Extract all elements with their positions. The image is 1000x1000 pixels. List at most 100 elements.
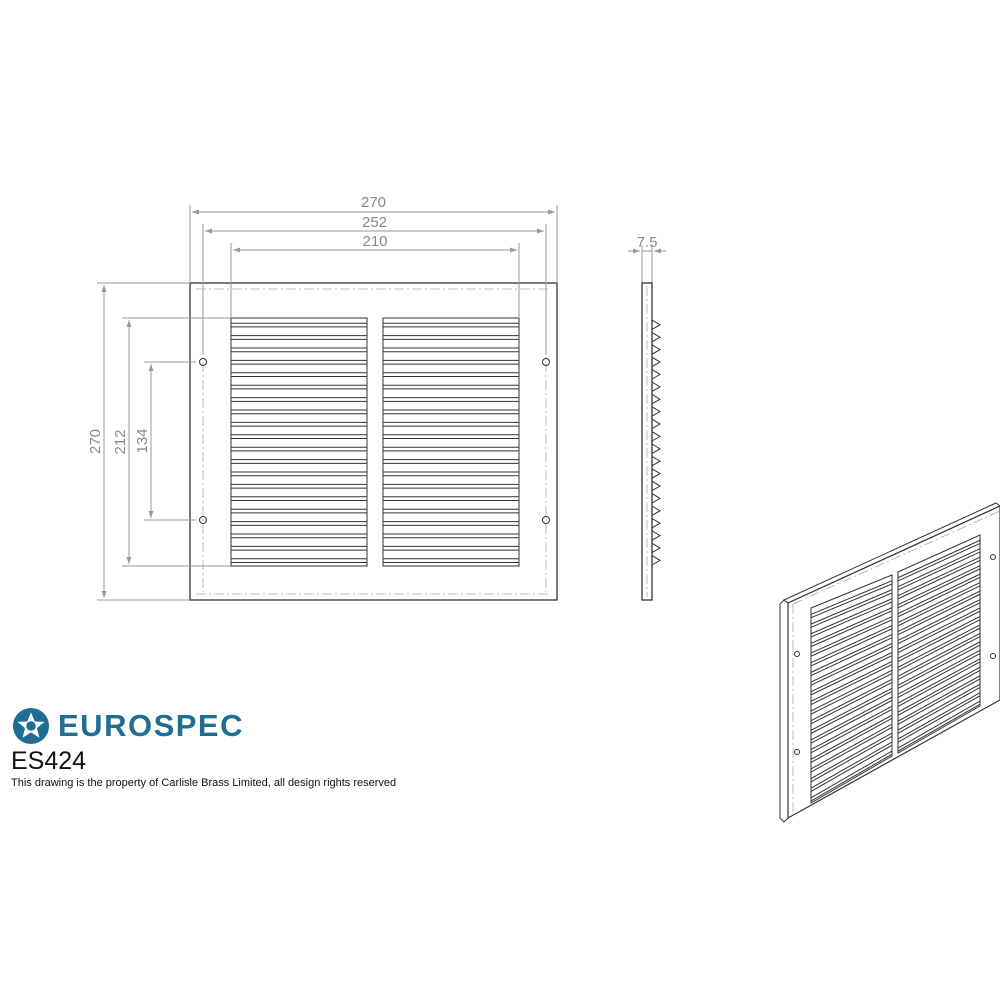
iso-louvre-slat: [897, 695, 981, 743]
iso-louvre-slat: [810, 708, 893, 754]
louvre-panel-left: [230, 317, 368, 567]
side-louvre-fin: [651, 542, 661, 554]
iso-louvre-slat: [810, 726, 893, 773]
iso-louvre-slat-top: [810, 669, 893, 712]
side-louvre-fin: [651, 468, 661, 479]
side-louvre-fin: [651, 369, 661, 380]
iso-fixing-hole-bottom-right: [990, 653, 996, 659]
fixing-hole-bottom-right: [542, 516, 550, 524]
side-louvre-fin: [651, 331, 661, 343]
iso-louvre-slat: [810, 753, 893, 802]
iso-louvre-slat: [810, 646, 893, 686]
iso-louvre-slat-top: [897, 607, 981, 650]
dim-text-overall-width: 270: [361, 194, 386, 211]
iso-louvre-slat: [810, 717, 893, 763]
iso-louvre-slat-top: [897, 658, 981, 704]
iso-louvre-slat-top: [810, 607, 893, 644]
dim-text-grille-width: 210: [362, 233, 387, 250]
iso-louvre-slat-top: [897, 548, 981, 588]
iso-louvre-slat: [897, 627, 981, 672]
iso-louvre-slat-top: [810, 741, 893, 789]
iso-louvre-slat: [810, 735, 893, 783]
iso-louvre-slat-top: [810, 625, 893, 664]
iso-louvre-slat-top: [810, 616, 893, 654]
iso-louvre-slat-top: [810, 580, 893, 615]
side-louvre-profile: [651, 319, 661, 566]
iso-louvre-slat-top: [810, 696, 893, 741]
dim-text-overall-height: 270: [87, 429, 104, 454]
side-louvre-fin: [651, 344, 661, 355]
side-louvre-fin: [651, 530, 661, 541]
iso-louvre-slat: [897, 593, 981, 636]
isometric-view: [779, 502, 1000, 823]
iso-louvre-slat: [897, 678, 981, 725]
side-louvre-fin: [651, 356, 661, 368]
iso-louvre-slat: [897, 543, 981, 582]
iso-louvre-slats: [810, 539, 981, 802]
iso-louvre-slat: [897, 559, 981, 600]
side-louvre-fin: [651, 431, 661, 442]
dim-text-grille-height: 212: [112, 429, 129, 454]
iso-louvre-slat: [897, 703, 981, 752]
iso-louvre-slat: [897, 661, 981, 707]
side-louvre-fin: [651, 455, 661, 467]
side-louvre-fin: [651, 381, 661, 392]
louvre-slats-right: [383, 322, 519, 564]
iso-louvre-slat-top: [897, 573, 981, 615]
iso-louvre-slat: [810, 637, 893, 677]
iso-louvre-slat: [810, 691, 893, 734]
iso-louvre-slat-top: [897, 582, 981, 624]
side-louvre-fin: [651, 406, 661, 417]
iso-louvre-slat: [810, 601, 893, 638]
iso-louvre-slat: [897, 653, 981, 698]
brand-name: EUROSPEC: [58, 708, 244, 743]
iso-louvre-slat: [897, 568, 981, 609]
iso-louvre-slat: [897, 670, 981, 716]
iso-louvre-slat: [897, 619, 981, 663]
iso-louvre-slat-top: [897, 692, 981, 740]
iso-louvre-slat: [810, 619, 893, 657]
star-circle-icon: [12, 707, 50, 745]
iso-louvre-slat-top: [897, 599, 981, 641]
fixing-hole-bottom-left: [199, 516, 207, 524]
front-view: [189, 282, 558, 601]
iso-louvre-slat-top: [810, 732, 893, 779]
side-louvre-fin: [651, 319, 661, 330]
iso-plate-side: [779, 599, 789, 823]
iso-louvre-slat: [897, 636, 981, 680]
iso-louvre-slat: [810, 673, 893, 715]
width-dimensions: 270 252 210: [189, 194, 558, 355]
side-louvre-fin: [651, 517, 661, 529]
iso-fixing-hole-top-right: [990, 554, 996, 560]
product-code: ES424: [11, 747, 87, 775]
height-dimensions: 270 212 134: [87, 282, 231, 601]
iso-louvre-slat: [897, 602, 981, 645]
iso-louvre-slat-top: [897, 675, 981, 722]
iso-louvre-slat-top: [810, 660, 893, 702]
iso-louvre-slat: [810, 628, 893, 667]
dim-text-depth: 7.5: [637, 234, 658, 251]
louvre-panel-right: [382, 317, 520, 567]
iso-louvre-slat-top: [810, 723, 893, 770]
iso-louvre-slat-top: [810, 598, 893, 635]
dim-text-fixing-centres-height: 134: [134, 428, 151, 453]
iso-fixing-hole-bottom-left: [794, 749, 800, 755]
iso-louvre-slat-top: [810, 705, 893, 751]
iso-louvre-slat-top: [810, 714, 893, 760]
iso-louvre-slat: [897, 644, 981, 689]
iso-louvre-slat: [897, 551, 981, 591]
side-louvre-fin: [651, 443, 661, 454]
iso-louvre-slat: [810, 664, 893, 705]
iso-louvre-slat-top: [810, 634, 893, 673]
iso-louvre-slat: [897, 610, 981, 654]
iso-louvre-slat: [810, 592, 893, 628]
iso-louvre-slat: [810, 583, 893, 619]
louvre-slats-left: [231, 322, 367, 564]
iso-louvre-slat-top: [897, 649, 981, 695]
iso-louvre-slat-top: [897, 666, 981, 713]
side-view: 7.5: [628, 234, 666, 601]
iso-louvre-slat-top: [897, 700, 981, 749]
iso-louvre-slat-top: [810, 651, 893, 693]
iso-louvre-panel-right: [897, 534, 981, 754]
